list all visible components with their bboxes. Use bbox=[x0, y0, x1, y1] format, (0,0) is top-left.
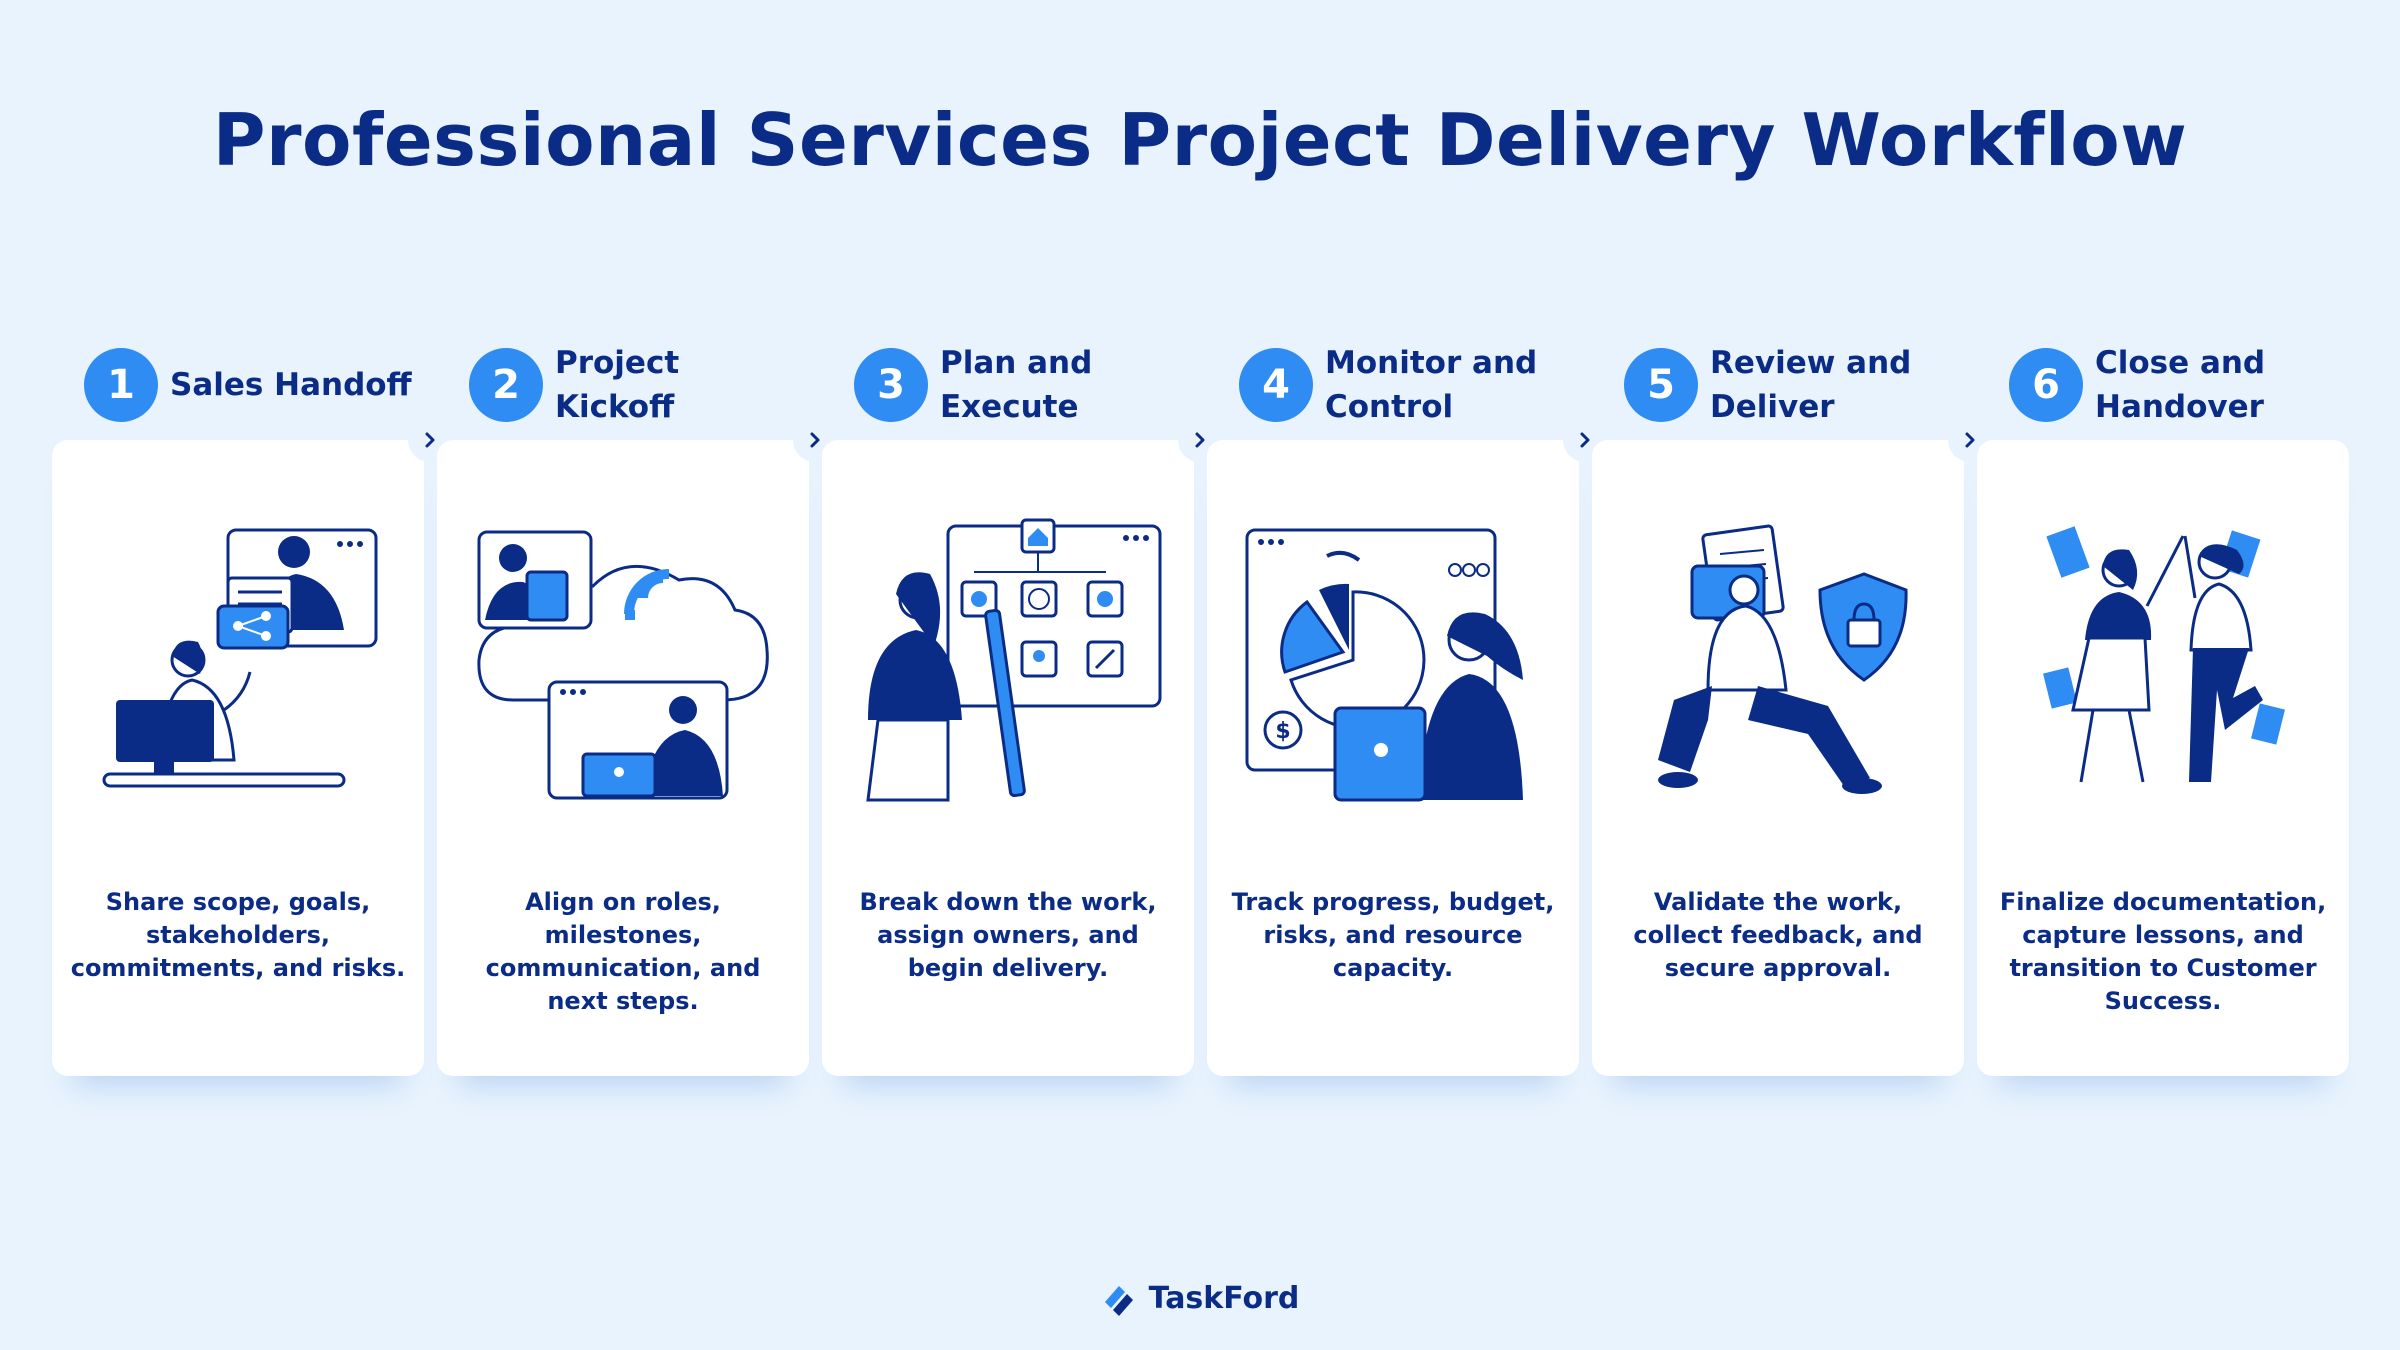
footer: TaskFord bbox=[0, 1280, 2400, 1316]
step-number-badge: 4 bbox=[1239, 348, 1313, 422]
step-header: 3 Plan and Execute bbox=[822, 330, 1194, 440]
step-title: Sales Handoff bbox=[170, 367, 412, 403]
svg-text:$: $ bbox=[1275, 719, 1290, 744]
page-title: Professional Services Project Delivery W… bbox=[212, 98, 2188, 182]
step-description: Track progress, budget, risks, and resou… bbox=[1231, 888, 1555, 982]
step-card: Share scope, goals, stakeholders, commit… bbox=[52, 440, 424, 1076]
step-header: 6 Close and Handover bbox=[1977, 330, 2349, 440]
step-number-badge: 3 bbox=[854, 348, 928, 422]
planning-board-illustration bbox=[866, 518, 1162, 802]
step-title: Project Kickoff bbox=[555, 345, 680, 425]
step-title: Monitor and Control bbox=[1325, 345, 1538, 425]
step-card: Break down the work, assign owners, and … bbox=[822, 440, 1194, 1076]
step-title: Plan and Execute bbox=[940, 345, 1093, 425]
step-header: 5 Review and Deliver bbox=[1592, 330, 1964, 440]
step-title: Close and Handover bbox=[2095, 345, 2266, 425]
step-description: Validate the work, collect feedback, and… bbox=[1633, 888, 1923, 982]
step-2: 2 Project Kickoff Align on roles, mile bbox=[437, 330, 809, 1076]
step-number-badge: 2 bbox=[469, 348, 543, 422]
step-card: $ Track progress, budget, risks, and res… bbox=[1207, 440, 1579, 1076]
video-call-illustration bbox=[477, 530, 769, 800]
step-card: Finalize documentation, capture lessons,… bbox=[1977, 440, 2349, 1076]
step-number-badge: 5 bbox=[1624, 348, 1698, 422]
handoff-illustration bbox=[102, 528, 378, 788]
step-card: Align on roles, milestones, communicatio… bbox=[437, 440, 809, 1076]
step-description: Align on roles, milestones, communicatio… bbox=[485, 888, 761, 1015]
step-title: Review and Deliver bbox=[1710, 345, 1912, 425]
step-number-badge: 6 bbox=[2009, 348, 2083, 422]
taskford-logo-icon bbox=[1104, 1286, 1133, 1316]
step-header: 1 Sales Handoff bbox=[52, 330, 424, 440]
step-description: Finalize documentation, capture lessons,… bbox=[1999, 888, 2327, 1015]
step-header: 2 Project Kickoff bbox=[437, 330, 809, 440]
step-5: 5 Review and Deliver Validate the work bbox=[1592, 330, 1964, 1076]
step-description: Break down the work, assign owners, and … bbox=[859, 888, 1157, 982]
step-4: 4 Monitor and Control $ bbox=[1207, 330, 1579, 1076]
dashboard-illustration: $ bbox=[1245, 528, 1523, 802]
security-shield-illustration bbox=[1658, 524, 1908, 794]
step-1: 1 Sales Handoff bbox=[52, 330, 424, 1076]
step-description: Share scope, goals, stakeholders, commit… bbox=[70, 888, 406, 982]
step-header: 4 Monitor and Control bbox=[1207, 330, 1579, 440]
brand-name: TaskFord bbox=[1148, 1280, 1300, 1316]
step-6: 6 Close and Handover bbox=[1977, 330, 2349, 1076]
celebration-illustration bbox=[2043, 526, 2285, 783]
step-3: 3 Plan and Execute bbox=[822, 330, 1194, 1076]
step-number-badge: 1 bbox=[84, 348, 158, 422]
step-card: Validate the work, collect feedback, and… bbox=[1592, 440, 1964, 1076]
